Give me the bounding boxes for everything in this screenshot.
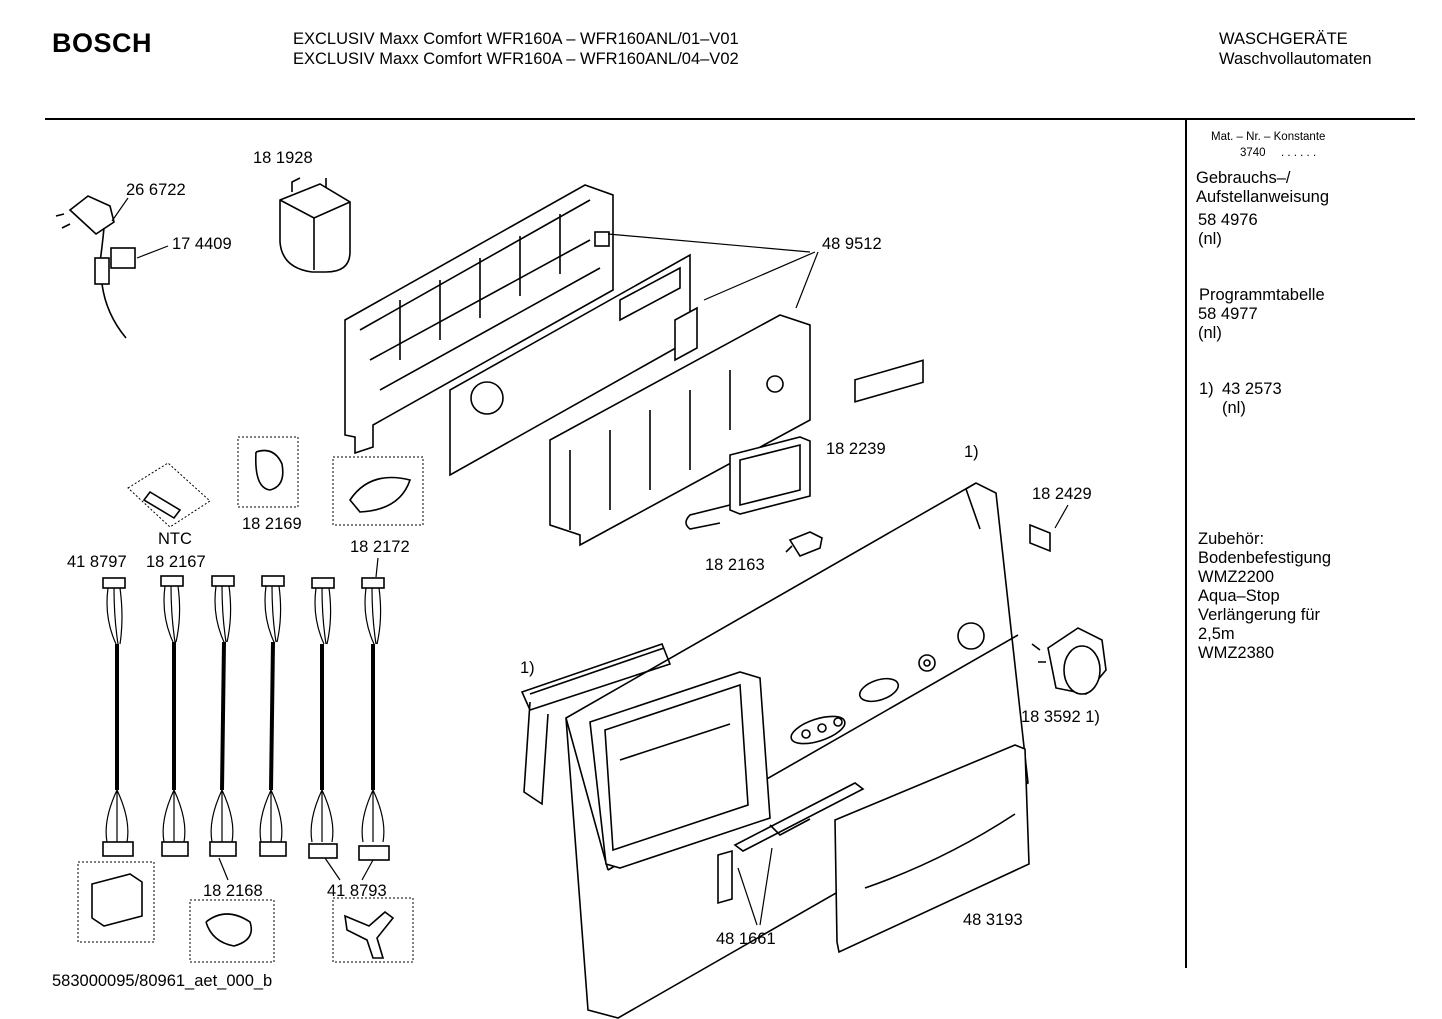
accessory-line: 2,5m [1198, 625, 1235, 643]
label-183592: 18 3592 1) [1021, 708, 1100, 726]
mat-nr-value: 3740 [1240, 147, 1266, 159]
detail-box-418793 [332, 897, 414, 963]
harness-182167 [160, 575, 189, 857]
cable-harnesses [102, 557, 390, 881]
detail-box-182169 [237, 436, 299, 508]
harness-182172 [358, 577, 390, 861]
manual-title-2: Aufstellanweisung [1196, 188, 1329, 206]
model-line-1: EXCLUSIV Maxx Comfort WFR160A – WFR160AN… [293, 30, 739, 48]
program-number: 58 4977 [1198, 305, 1258, 323]
label-note-top: 1) [964, 443, 979, 461]
label-182169: 18 2169 [242, 515, 302, 533]
mat-nr-label: Mat. – Nr. – Konstante [1211, 131, 1326, 143]
detail-182172-part [349, 476, 412, 513]
accessory-line: WMZ2200 [1198, 568, 1275, 586]
label-ntc: NTC [158, 530, 192, 548]
label-418793: 41 8793 [327, 882, 387, 900]
note-marker: 1) [1199, 380, 1214, 398]
label-182429: 18 2429 [1032, 485, 1092, 503]
accessory-line: WMZ2380 [1198, 644, 1275, 662]
detail-box-182172 [332, 456, 424, 526]
interference-filter-drawing [279, 177, 351, 273]
detail-418793-part [344, 910, 395, 959]
accessory-line: Verlängerung für [1198, 606, 1321, 624]
detail-box-418797 [77, 861, 155, 943]
harness-182168 [209, 575, 237, 857]
manual-lang: (nl) [1198, 230, 1222, 248]
program-title: Programmtabelle [1199, 286, 1325, 304]
flap-drawing [834, 744, 1030, 954]
front-panel-drawing [565, 359, 1029, 1019]
detail-182168-part [205, 913, 253, 947]
label-483193: 48 3193 [963, 911, 1023, 929]
mat-nr-dots: . . . . . . [1281, 147, 1317, 159]
label-182168: 18 2168 [203, 882, 263, 900]
footer-code: 583000095/80961_aet_000_b [52, 972, 273, 990]
note-number: 43 2573 [1222, 380, 1282, 398]
clip-drawing [1029, 504, 1069, 553]
detail-418797-part [91, 873, 143, 927]
program-knob-drawing [1031, 627, 1107, 695]
label-note-gasket: 1) [520, 659, 535, 677]
category-subtitle: Waschvollautomaten [1219, 50, 1372, 68]
manual-number: 58 4976 [1198, 211, 1258, 229]
category-title: WASCHGERÄTE [1219, 30, 1348, 48]
label-174409: 17 4409 [172, 235, 232, 253]
label-182167: 18 2167 [146, 553, 206, 571]
model-line-2: EXCLUSIV Maxx Comfort WFR160A – WFR160AN… [293, 50, 739, 68]
label-181928: 18 1928 [253, 149, 313, 167]
label-182239: 18 2239 [826, 440, 886, 458]
latch-drawing [717, 782, 865, 926]
program-lang: (nl) [1198, 324, 1222, 342]
label-418797: 41 8797 [67, 553, 127, 571]
power-cord-drawing [55, 195, 169, 339]
display-drawing [685, 436, 811, 530]
gasket-drawing [520, 642, 672, 806]
label-266722: 26 6722 [126, 181, 186, 199]
control-housing-drawing [344, 184, 819, 547]
harness-182169 [259, 575, 287, 857]
label-182172: 18 2172 [350, 538, 410, 556]
label-489512: 48 9512 [822, 235, 882, 253]
button-insert-drawing [785, 531, 823, 557]
harness-418797 [102, 577, 134, 857]
accessory-line: Zubehör: [1198, 530, 1265, 548]
detail-box-ntc [127, 462, 211, 528]
harness-418793 [308, 577, 338, 859]
brand-logo: BOSCH [52, 28, 153, 58]
ntc-sensor-part [142, 490, 182, 520]
label-481661: 48 1661 [716, 930, 776, 948]
note-lang: (nl) [1222, 399, 1246, 417]
detail-182169-part [254, 449, 284, 491]
label-182163: 18 2163 [705, 556, 765, 574]
accessory-line: Aqua–Stop [1198, 587, 1280, 605]
detail-box-182168 [189, 899, 275, 963]
manual-title-1: Gebrauchs–/ [1196, 169, 1291, 187]
accessory-line: Bodenbefestigung [1198, 549, 1332, 567]
